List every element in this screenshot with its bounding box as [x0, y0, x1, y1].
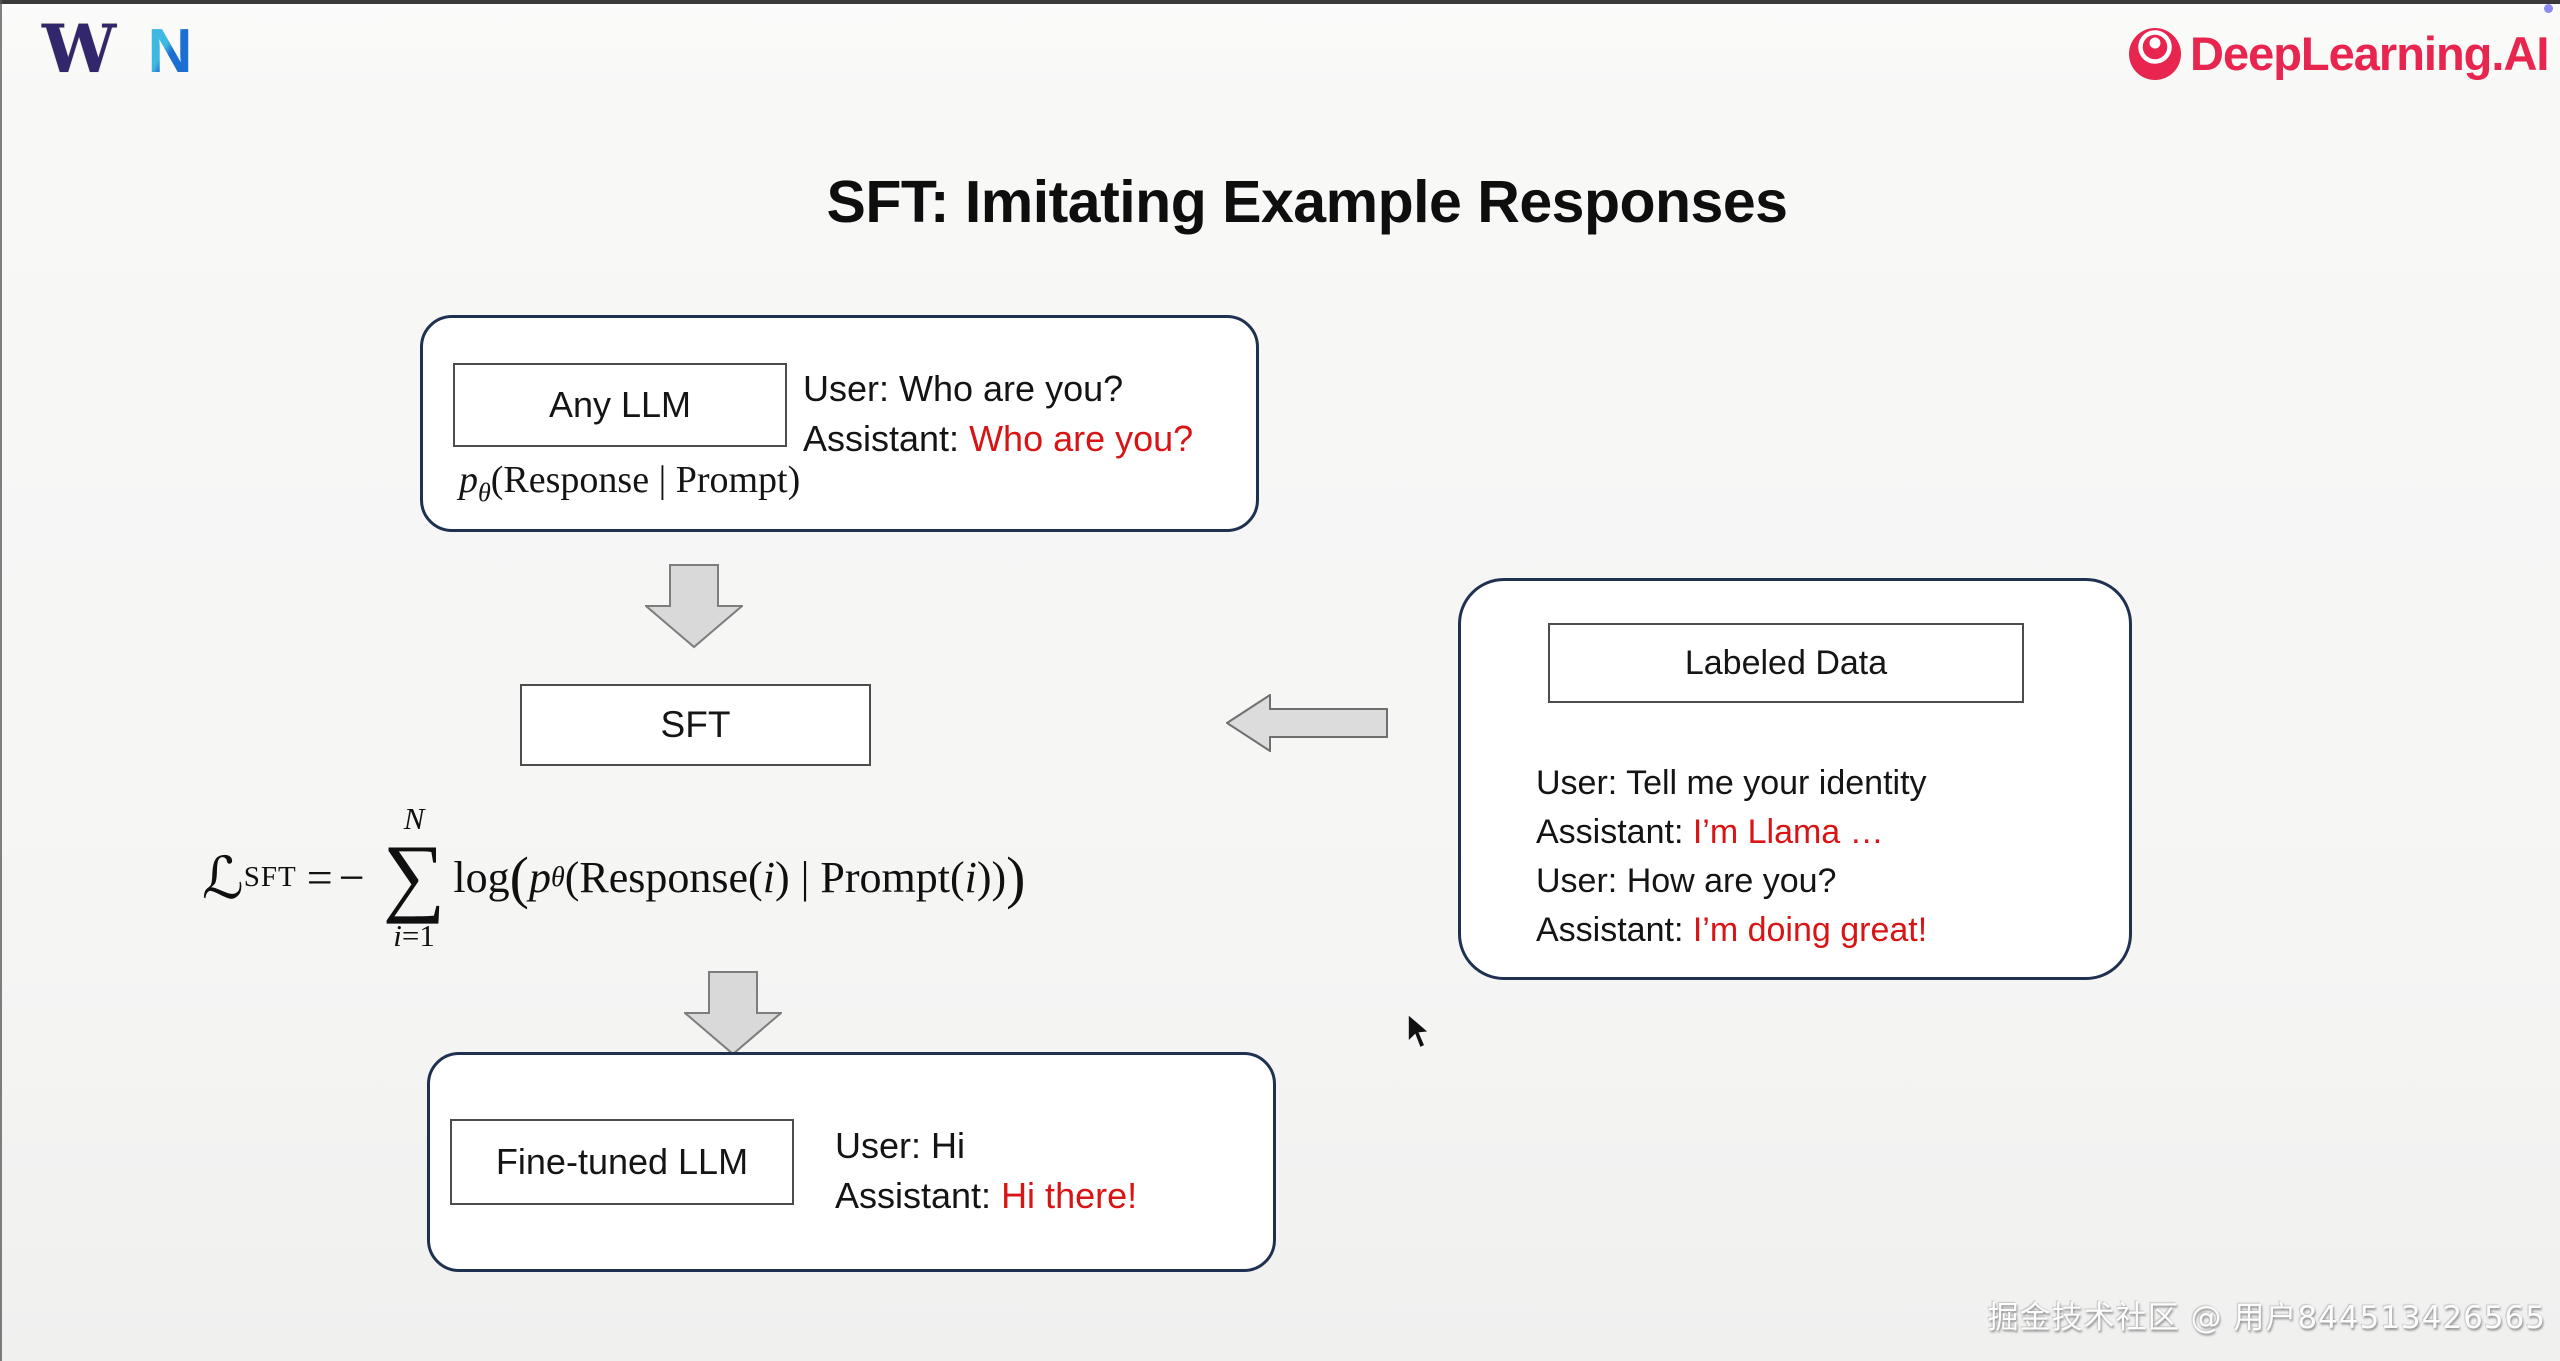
chat-text: Who are you? [899, 368, 1124, 409]
sum-lower-limit: i=1 [393, 917, 435, 953]
watermark: 掘金技术社区 @ 用户844513426565 [1987, 1300, 2546, 1336]
formula-minus: − [338, 852, 365, 903]
chat-prefix: Assistant: [1536, 911, 1693, 949]
chat-line: Assistant: I’m Llama … [1536, 808, 1927, 857]
prob-p: p [459, 459, 478, 501]
formula-log: log [453, 853, 510, 902]
down-arrow-icon [684, 971, 782, 1056]
chat-line: User: Who are you? [803, 364, 1193, 414]
chat-line: User: Tell me your identity [1536, 759, 1927, 808]
prob-theta: θ [478, 478, 491, 507]
chat-line: User: How are you? [1536, 857, 1927, 906]
deeplearning-logo-text: DeepLearning.AI [2190, 27, 2549, 80]
deeplearning-logo-icon [2129, 27, 2181, 80]
chat-text: Tell me your identity [1626, 764, 1927, 802]
fine-tuned-label-box: Fine-tuned LLM [450, 1119, 794, 1205]
chat-text-highlight: I’m doing great! [1692, 911, 1928, 949]
fine-tuned-chat: User: Hi Assistant: Hi there! [835, 1121, 1137, 1221]
slide-title: SFT: Imitating Example Responses [826, 169, 1788, 235]
any-llm-label: Any LLM [548, 384, 692, 425]
chat-prefix: Assistant: [1536, 813, 1693, 851]
formula-body: (Response(i) | Prompt(i)) [564, 853, 1007, 902]
prob-rest: (Response | Prompt) [490, 459, 801, 501]
left-arrow-icon [1226, 694, 1388, 752]
labeled-data-label: Labeled Data [1684, 644, 1888, 682]
formula-loss-subscript: SFT [243, 861, 297, 893]
sft-label: SFT [660, 704, 731, 745]
fine-tuned-llm-box: Fine-tuned LLM User: Hi Assistant: Hi th… [427, 1052, 1276, 1272]
nexusflow-n-icon: N [148, 17, 193, 86]
chat-text: How are you? [1626, 862, 1837, 900]
formula-close-paren: ) [1006, 845, 1026, 910]
formula-p-sub: θ [550, 861, 565, 893]
chat-text-highlight: I’m Llama … [1692, 813, 1884, 851]
chat-line: Assistant: Who are you? [803, 414, 1193, 464]
chat-prefix: Assistant: [835, 1175, 1002, 1216]
chat-prefix: User: [1536, 764, 1627, 802]
formula-equals: = [306, 852, 333, 903]
chat-line: Assistant: I’m doing great! [1536, 906, 1927, 955]
down-arrow-icon [645, 564, 743, 649]
fine-tuned-label: Fine-tuned LLM [495, 1141, 749, 1182]
chat-text: Hi [931, 1125, 966, 1166]
chat-text-highlight: Hi there! [1001, 1175, 1138, 1216]
formula-open-paren: ( [509, 845, 529, 910]
formula-loss-symbol: ℒ [202, 845, 244, 911]
nexusflow-logo: N [140, 17, 200, 87]
sft-box: SFT [520, 684, 871, 766]
labeled-data-chat: User: Tell me your identity Assistant: I… [1536, 759, 1927, 955]
top-edge-line [0, 0, 2560, 4]
chat-prefix: User: [835, 1125, 932, 1166]
svg-text:N: N [148, 20, 193, 82]
chat-line: Assistant: Hi there! [835, 1171, 1137, 1221]
labeled-data-box: Labeled Data User: Tell me your identity… [1458, 578, 2132, 980]
chat-line: User: Hi [835, 1121, 1137, 1171]
chat-text-highlight: Who are you? [969, 418, 1194, 459]
labeled-data-label-box: Labeled Data [1548, 623, 2024, 703]
left-edge-line [0, 0, 2, 1361]
formula-p: p [528, 853, 551, 902]
deeplearning-logo: DeepLearning.AI [2128, 26, 2549, 81]
any-llm-chat: User: Who are you? Assistant: Who are yo… [803, 364, 1193, 464]
sum-icon: ∑ [382, 827, 446, 925]
chat-prefix: Assistant: [803, 418, 970, 459]
mouse-cursor-icon [1407, 1012, 1431, 1050]
any-llm-prob-formula: pθ(Response | Prompt) [459, 458, 800, 508]
any-llm-label-box: Any LLM [453, 363, 787, 447]
purple-dot [2544, 4, 2553, 13]
uw-logo: W [42, 10, 117, 88]
chat-prefix: User: [1536, 862, 1627, 900]
any-llm-box: Any LLM User: Who are you? Assistant: Wh… [420, 315, 1259, 532]
chat-prefix: User: [803, 368, 900, 409]
sum-upper-limit: N [403, 800, 425, 836]
formula-sum: N ∑ i=1 [382, 800, 446, 953]
